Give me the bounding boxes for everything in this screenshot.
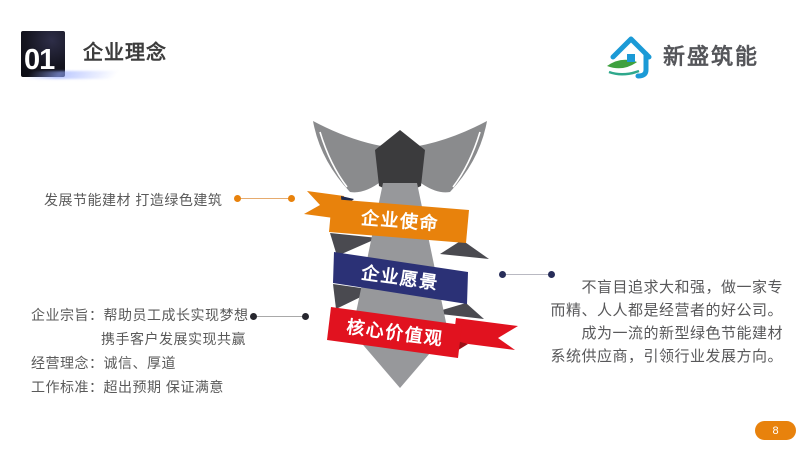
ribbon-fold [440, 240, 489, 259]
collar-right-stripe [452, 131, 481, 188]
vision-line: 成为一流的新型绿色节能建材 [581, 325, 783, 342]
logo-swoosh [608, 69, 640, 76]
purpose-line: 企业宗旨：帮助员工成长实现梦想 [31, 307, 249, 323]
ribbon-vision-band [333, 252, 468, 304]
page-number-badge: 8 [755, 421, 796, 440]
page-title: 企业理念 [83, 42, 167, 64]
purpose-block: 企业宗旨：帮助员工成长实现梦想 携手客户发展实现共赢 经营理念：诚信、厚道 工作… [31, 303, 249, 399]
vision-line: 系统供应商，引领行业发展方向。 [550, 348, 783, 365]
mission-statement: 发展节能建材 打造绿色建筑 [44, 192, 223, 208]
company-logo: 新盛筑能 [603, 30, 759, 80]
ribbon-mission-band [329, 199, 469, 243]
collar-left-stripe [319, 131, 348, 188]
purpose-line: 工作标准：超出预期 保证满意 [31, 379, 224, 395]
tie-graphic: 企业使命 企业愿景 核心价值观 [304, 121, 518, 388]
logo-window [627, 54, 635, 62]
ribbon-values-band [327, 307, 462, 358]
connector-mission [234, 195, 295, 202]
tie-knot [375, 130, 425, 196]
purpose-line: 经营理念：诚信、厚道 [31, 355, 176, 371]
vision-line: 不盲目追求大和强，做一家专 [581, 279, 783, 296]
decorative-flare [25, 71, 119, 79]
logo-roof [610, 36, 652, 60]
connector-vision [499, 271, 555, 278]
section-number: 01 [24, 44, 55, 76]
logo-house-icon [607, 36, 652, 79]
ribbon-fold [432, 303, 484, 319]
ribbon-values-flag [453, 318, 518, 350]
logo-wall-hook [635, 51, 649, 79]
vision-block: 不盲目追求大和强，做一家专 而精、人人都是经营者的好公司。 成为一流的新型绿色节… [543, 276, 783, 368]
section-number-box: 01 [21, 31, 65, 77]
purpose-line: 携手客户发展实现共赢 [101, 331, 246, 347]
logo-text: 新盛筑能 [663, 44, 760, 69]
connector-purpose [250, 313, 309, 320]
vision-line: 而精、人人都是经营者的好公司。 [550, 302, 783, 319]
ribbon-fold [330, 233, 378, 256]
